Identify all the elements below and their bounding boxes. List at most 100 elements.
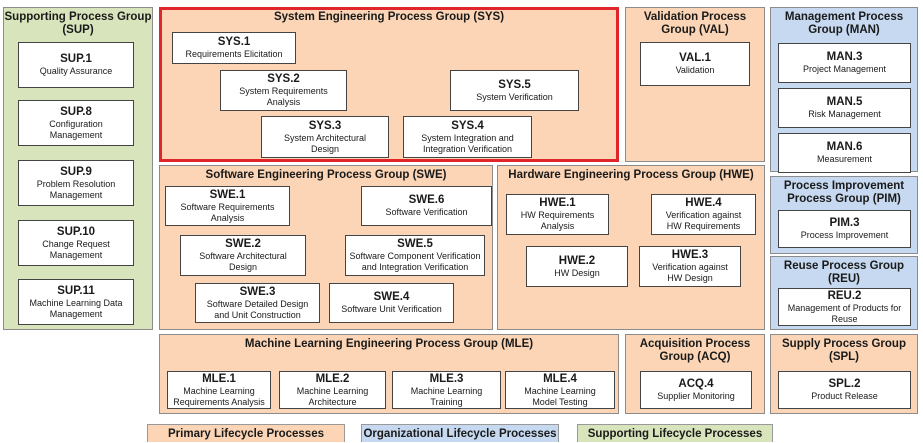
process-mle-2[interactable]: MLE.2 Machine Learning Architecture (279, 371, 386, 409)
process-name: Verification against HW Design (652, 262, 728, 283)
process-acq-4[interactable]: ACQ.4 Supplier Monitoring (640, 371, 752, 409)
group-spl: Supply Process Group (SPL) SPL.2 Product… (770, 334, 918, 414)
process-id: PIM.3 (829, 217, 860, 229)
process-val-1[interactable]: VAL.1 Validation (640, 42, 750, 86)
process-id: SUP.10 (56, 225, 96, 238)
group-acq: Acquisition Process Group (ACQ) ACQ.4 Su… (625, 334, 765, 414)
process-id: MAN.6 (826, 141, 863, 153)
group-title-sys: System Engineering Process Group (SYS) (273, 11, 505, 23)
process-sys-5[interactable]: SYS.5 System Verification (450, 70, 579, 111)
process-id: REU.2 (827, 289, 862, 302)
process-spl-2[interactable]: SPL.2 Product Release (778, 371, 911, 409)
process-id: MLE.2 (315, 372, 350, 385)
process-id: SWE.3 (239, 285, 276, 298)
group-mle: Machine Learning Engineering Process Gro… (159, 334, 619, 414)
process-id: SYS.4 (451, 119, 484, 132)
process-name: Machine Learning Model Testing (524, 385, 596, 407)
process-name: Project Management (802, 64, 887, 74)
legend-supporting: Supporting Lifecycle Processes (577, 424, 773, 442)
group-pim: Process Improvement Process Group (PIM) … (770, 176, 918, 254)
process-id: HWE.1 (539, 197, 576, 209)
process-id: SWE.2 (225, 238, 261, 250)
process-name: Change Request Management (42, 238, 110, 260)
process-id: MAN.5 (826, 96, 863, 108)
process-id: SYS.5 (498, 78, 531, 91)
group-title-pim: Process Improvement Process Group (PIM) (783, 180, 905, 205)
process-name: Configuration Management (49, 118, 103, 140)
group-swe: Software Engineering Process Group (SWE)… (159, 165, 493, 330)
process-sup-10[interactable]: SUP.10 Change Request Management (18, 220, 134, 266)
process-id: SWE.5 (397, 238, 433, 250)
process-id: SWE.4 (373, 291, 410, 303)
process-swe-6[interactable]: SWE.6 Software Verification (361, 186, 492, 226)
process-id: SYS.1 (217, 36, 251, 48)
process-id: SYS.3 (308, 119, 342, 132)
process-hwe-1[interactable]: HWE.1 HW Requirements Analysis (506, 194, 609, 235)
process-sup-8[interactable]: SUP.8 Configuration Management (18, 100, 134, 146)
process-man-3[interactable]: MAN.3 Project Management (778, 43, 911, 83)
group-title-man: Management Process Group (MAN) (784, 11, 904, 36)
process-man-6[interactable]: MAN.6 Measurement (778, 133, 911, 173)
group-title-acq: Acquisition Process Group (ACQ) (639, 338, 751, 363)
process-hwe-4[interactable]: HWE.4 Verification against HW Requiremen… (651, 194, 756, 235)
process-sys-3[interactable]: SYS.3 System Architectural Design (261, 116, 389, 158)
legend-primary: Primary Lifecycle Processes (147, 424, 345, 442)
process-name: Software Component Verification and Inte… (349, 251, 481, 272)
process-id: SWE.1 (209, 188, 246, 201)
process-name: System Requirements Analysis (239, 86, 328, 107)
process-name: Machine Learning Training (410, 385, 483, 407)
process-hwe-2[interactable]: HWE.2 HW Design (526, 246, 628, 287)
process-id: SUP.11 (57, 284, 95, 297)
process-sup-11[interactable]: SUP.11 Machine Learning Data Management (18, 279, 134, 325)
process-name: HW Requirements Analysis (520, 210, 595, 231)
process-swe-1[interactable]: SWE.1 Software Requirements Analysis (165, 186, 290, 226)
process-id: MLE.3 (429, 372, 464, 385)
process-name: Problem Resolution Management (36, 178, 116, 200)
process-name: Product Release (811, 391, 878, 401)
process-id: HWE.2 (558, 254, 596, 267)
process-id: HWE.4 (685, 197, 722, 209)
process-sup-1[interactable]: SUP.1 Quality Assurance (18, 42, 134, 88)
process-sys-2[interactable]: SYS.2 System Requirements Analysis (220, 70, 347, 111)
process-id: SYS.2 (267, 73, 300, 85)
process-hwe-3[interactable]: HWE.3 Verification against HW Design (639, 246, 741, 287)
process-sys-4[interactable]: SYS.4 System Integration and Integration… (403, 116, 532, 158)
group-hwe: Hardware Engineering Process Group (HWE)… (497, 165, 765, 330)
process-name: System Verification (476, 91, 553, 102)
process-sys-1[interactable]: SYS.1 Requirements Elicitation (172, 32, 296, 64)
group-man: Management Process Group (MAN) MAN.3 Pro… (770, 7, 918, 173)
process-mle-1[interactable]: MLE.1 Machine Learning Requirements Anal… (167, 371, 271, 409)
process-id: SUP.9 (60, 165, 92, 178)
process-man-5[interactable]: MAN.5 Risk Management (778, 88, 911, 128)
group-title-mle: Machine Learning Engineering Process Gro… (244, 338, 534, 350)
process-id: SPL.2 (828, 378, 861, 390)
process-id: MLE.1 (202, 372, 236, 385)
process-name: Verification against HW Requirements (665, 210, 742, 231)
group-title-val: Validation Process Group (VAL) (643, 11, 747, 36)
process-name: Software Detailed Design and Unit Constr… (206, 298, 309, 320)
process-name: Machine Learning Requirements Analysis (173, 385, 265, 407)
process-reu-2[interactable]: REU.2 Management of Products for Reuse (778, 288, 911, 326)
process-mle-4[interactable]: MLE.4 Machine Learning Model Testing (505, 371, 615, 409)
process-id: SUP.8 (60, 105, 92, 118)
process-swe-3[interactable]: SWE.3 Software Detailed Design and Unit … (195, 283, 320, 323)
group-reu: Reuse Process Group (REU) REU.2 Manageme… (770, 256, 918, 330)
process-pim-3[interactable]: PIM.3 Process Improvement (778, 210, 911, 248)
process-name: Management of Products for Reuse (787, 302, 902, 324)
process-name: Validation (675, 65, 715, 75)
group-title-sup: Supporting Process Group (SUP) (4, 11, 152, 36)
process-id: SUP.1 (60, 53, 92, 65)
process-name: Quality Assurance (39, 66, 113, 76)
group-sup: Supporting Process Group (SUP) SUP.1 Qua… (3, 7, 153, 330)
process-name: HW Design (554, 267, 600, 278)
process-id: SWE.6 (408, 194, 445, 206)
process-name: Requirements Elicitation (185, 49, 283, 59)
process-id: HWE.3 (671, 249, 709, 261)
process-name: Machine Learning Data Management (29, 297, 123, 319)
process-swe-4[interactable]: SWE.4 Software Unit Verification (329, 283, 454, 323)
process-swe-5[interactable]: SWE.5 Software Component Verification an… (345, 235, 485, 276)
process-sup-9[interactable]: SUP.9 Problem Resolution Management (18, 160, 134, 206)
process-swe-2[interactable]: SWE.2 Software Architectural Design (180, 235, 306, 276)
process-name: Supplier Monitoring (657, 391, 735, 401)
process-mle-3[interactable]: MLE.3 Machine Learning Training (392, 371, 501, 409)
